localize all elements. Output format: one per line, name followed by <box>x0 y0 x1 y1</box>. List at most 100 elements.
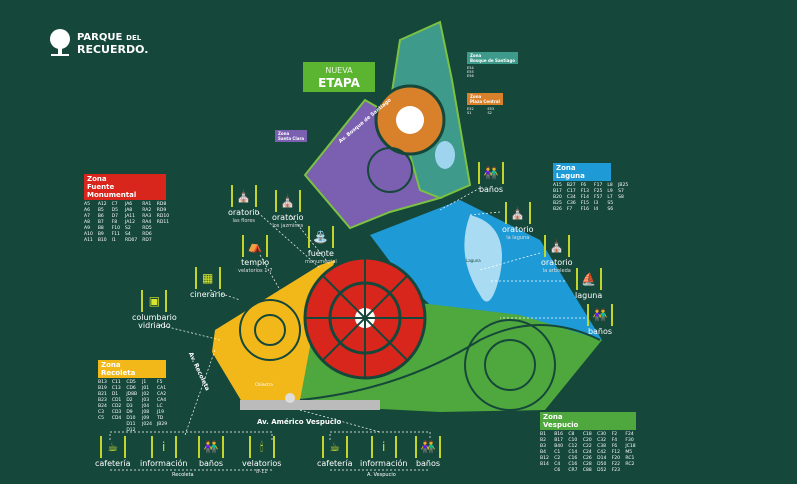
plot-code: I1 <box>111 238 116 243</box>
plot-code: RA3 <box>142 214 152 219</box>
plot-code: B4 <box>540 450 546 455</box>
plot-code: C24 <box>582 450 592 455</box>
facility-banos-right[interactable]: 👫baños <box>587 304 613 336</box>
chilectra-label: Chilectra <box>255 382 273 387</box>
plot-code: J19 <box>156 410 165 415</box>
plot-code: L9 <box>607 189 613 194</box>
plot-code: JA12 <box>124 220 136 225</box>
logo-text: PARQUE <box>77 32 123 43</box>
facility-banos-vespucio[interactable]: 👫baños <box>415 436 441 468</box>
plot-code: F20 <box>611 456 621 461</box>
plot-code: E55 <box>467 70 474 74</box>
plot-code: D7 <box>111 214 118 219</box>
zone-recoleta-area[interactable] <box>212 260 335 402</box>
facility-cafeteria-vespucio[interactable]: ☕cafetería <box>317 436 353 468</box>
facility-label: cafetería <box>317 459 353 468</box>
plot-code: RD6 <box>142 232 152 237</box>
plot-code: B12 <box>540 456 549 461</box>
plot-code: CD3 <box>111 410 122 415</box>
facility-sub: vidriado <box>138 321 171 330</box>
zone-santa-clara-area[interactable] <box>303 98 444 230</box>
plot-code: I3 <box>594 201 599 206</box>
info-icon: i <box>150 436 177 458</box>
plot-code: S7 <box>618 189 624 194</box>
plot-code: C1 <box>554 450 561 455</box>
plot-code <box>112 428 121 434</box>
plot-code: RD07 <box>124 238 138 243</box>
plot-code: C17 <box>566 189 576 194</box>
plot-code: B17 <box>554 438 564 443</box>
plot-code: C22 <box>582 444 592 449</box>
plot-code: B16 <box>554 432 564 437</box>
plot-code: A9 <box>84 226 90 231</box>
plot-code: L7 <box>607 195 613 200</box>
restroom-icon: 👫 <box>587 304 613 326</box>
nueva-etapa-line1: NUEVA <box>325 66 353 75</box>
plot-code: C12 <box>568 444 578 449</box>
plot-code: L8 <box>607 183 613 188</box>
plot-code: A12 <box>97 202 107 207</box>
facility-laguna[interactable]: ⛵laguna <box>575 268 602 300</box>
plot-code <box>625 468 636 474</box>
plot-code: D14 <box>597 456 607 461</box>
info-icon: i <box>370 436 397 458</box>
facility-label: laguna <box>575 291 603 300</box>
lagoon[interactable] <box>464 215 502 302</box>
zone-title: Zona <box>556 164 576 172</box>
plot-code: E56 <box>467 74 474 78</box>
plot-code: B2 <box>540 438 546 443</box>
plot-code: D12 <box>126 428 136 433</box>
facility-banos-top[interactable]: 👫baños <box>478 162 504 194</box>
plot-code: RD5 <box>142 226 152 231</box>
plot-code: E53 <box>487 107 495 111</box>
plot-code: D2 <box>126 398 133 403</box>
plot-code: S8 <box>618 195 624 200</box>
plot-code: C4 <box>554 462 561 467</box>
plot-code: S6 <box>607 207 614 212</box>
entrance-vespucio[interactable] <box>285 393 295 403</box>
boat-icon: ⛵ <box>575 268 602 290</box>
plot-code: F30 <box>625 438 634 443</box>
plot-code: CD2 <box>111 404 122 409</box>
plot-code: CA1 <box>156 386 167 391</box>
plot-code: D11 <box>126 422 136 427</box>
plot-code: C13 <box>111 386 121 391</box>
plot-code: C30 <box>597 432 607 437</box>
facility-label: oratorio <box>541 258 573 267</box>
plot-code: J02 <box>142 392 150 397</box>
facility-cafeteria-recoleta[interactable]: ☕cafetería <box>95 436 131 468</box>
plot-code: D50 <box>597 462 607 467</box>
plot-code: F17 <box>594 183 603 188</box>
facility-sub: monumental <box>305 259 337 265</box>
chapel-icon: ⛪ <box>504 202 531 224</box>
facility-banos-recoleta[interactable]: 👫baños <box>198 436 224 468</box>
plot-code: JA8 <box>124 208 133 213</box>
facility-sub: la arboleda <box>542 268 571 274</box>
plot-code: CR7 <box>568 468 578 473</box>
plot-code: B27 <box>566 183 576 188</box>
plot-code: F12 <box>611 450 621 455</box>
plot-code: F22 <box>611 462 621 467</box>
plot-code: F24 <box>625 432 634 437</box>
facility-cinerario[interactable]: ▦cinerario <box>190 267 225 299</box>
plot-code: C34 <box>566 195 576 200</box>
plot-code: F10 <box>111 226 120 231</box>
plot-code: F11 <box>111 232 120 237</box>
plot-code: C8 <box>568 432 575 437</box>
